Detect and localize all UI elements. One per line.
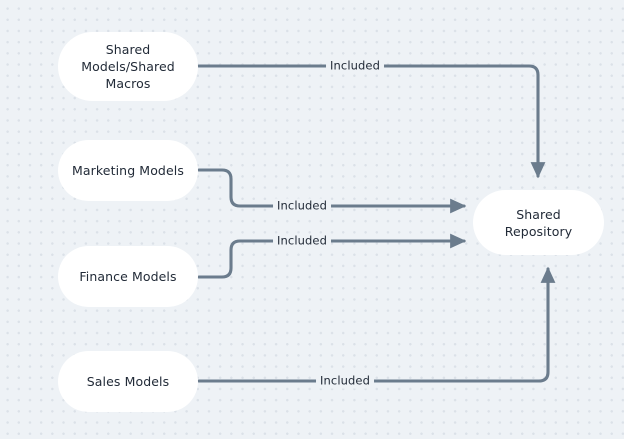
edge-path-sales-models bbox=[197, 266, 556, 383]
node-label: Finance Models bbox=[79, 269, 177, 284]
node-shared-repository[interactable]: Shared Repository bbox=[473, 190, 604, 255]
node-label: Sales Models bbox=[86, 374, 170, 389]
node-marketing-models[interactable]: Marketing Models bbox=[58, 140, 198, 201]
edge-path-marketing-models bbox=[197, 168, 467, 214]
edge-path-finance-models bbox=[197, 233, 467, 279]
edge-label-finance-models: Included bbox=[273, 233, 331, 249]
node-label: Marketing Models bbox=[72, 163, 184, 178]
node-sales-models[interactable]: Sales Models bbox=[58, 351, 198, 412]
edge-label-shared-models: Included bbox=[326, 58, 384, 74]
edge-label-marketing-models: Included bbox=[273, 198, 331, 214]
node-label: Shared Repository bbox=[504, 206, 573, 239]
edge-path-shared-models bbox=[197, 64, 546, 179]
node-finance-models[interactable]: Finance Models bbox=[58, 246, 198, 307]
edge-label-sales-models: Included bbox=[316, 373, 374, 389]
